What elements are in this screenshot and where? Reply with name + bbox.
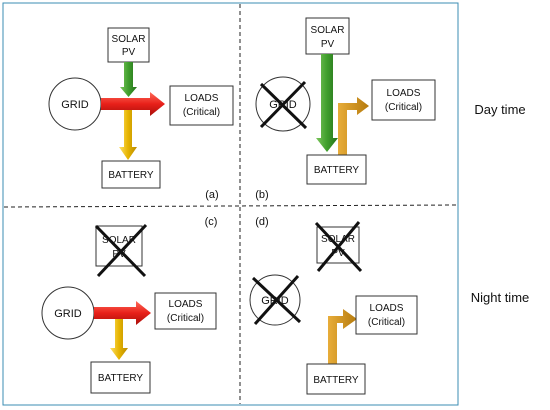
solar-label: SOLAR: [321, 234, 355, 245]
loads-label: LOADS: [370, 303, 404, 314]
battery-charge-arrow: [119, 110, 137, 160]
loads-label: LOADS: [185, 93, 219, 104]
panel-a: SOLAR PV GRID LOADS (Critical) BATTERY (…: [48, 27, 234, 201]
solar-flow-arrow: [316, 54, 338, 152]
critical-label: (Critical): [368, 317, 405, 328]
battery-label: BATTERY: [314, 165, 360, 176]
figure-frame: [2, 2, 459, 406]
night-time-label: Night time: [471, 290, 530, 305]
solar-label: SOLAR: [112, 34, 146, 45]
pv-label: PV: [321, 39, 335, 50]
critical-label: (Critical): [385, 102, 422, 113]
disabled-x-mark: [96, 223, 148, 278]
battery-discharge-arrow: [338, 97, 369, 158]
solar-flow-arrow: [120, 62, 137, 97]
grid-flow-arrow: [101, 92, 165, 116]
grid-flow-arrow: [94, 301, 151, 325]
grid-label: GRID: [61, 99, 89, 111]
battery-box: [90, 361, 151, 394]
disabled-x-mark: [253, 274, 300, 326]
panel-tag: (b): [255, 189, 268, 201]
day-time-label: Day time: [474, 102, 525, 117]
disabled-x-mark: [259, 80, 307, 129]
solar-pv-box: [107, 27, 150, 63]
loads-label: LOADS: [387, 88, 421, 99]
panel-c: SOLAR PV GRID LOADS (Critical) BATTERY (…: [41, 216, 218, 394]
solar-label: SOLAR: [311, 25, 345, 36]
battery-box: [101, 160, 161, 189]
loads-box: [154, 292, 217, 330]
loads-box: [169, 85, 234, 126]
critical-label: (Critical): [183, 107, 220, 118]
horizontal-divider: [3, 204, 458, 208]
panel-tag: (a): [205, 189, 218, 201]
pv-label: PV: [331, 248, 345, 259]
battery-box: [306, 363, 366, 395]
loads-label: LOADS: [169, 299, 203, 310]
battery-charge-arrow: [110, 319, 128, 360]
critical-label: (Critical): [167, 313, 204, 324]
loads-box: [371, 79, 436, 121]
solar-label: SOLAR: [102, 235, 136, 246]
pv-label: PV: [122, 47, 136, 58]
disabled-x-mark: [316, 221, 361, 272]
battery-label: BATTERY: [313, 375, 359, 386]
panel-tag: (c): [205, 216, 218, 228]
battery-label: BATTERY: [98, 373, 144, 384]
panel-tag: (d): [255, 216, 268, 228]
battery-discharge-arrow: [328, 309, 357, 366]
panel-b: SOLAR PV GRID LOADS (Critical) BATTERY (…: [255, 17, 436, 201]
grid-label: GRID: [54, 308, 82, 320]
panel-d: SOLAR PV GRID LOADS (Critical) BATTERY (…: [249, 216, 418, 395]
battery-box: [306, 154, 367, 185]
loads-box: [355, 295, 418, 335]
battery-label: BATTERY: [108, 170, 154, 181]
